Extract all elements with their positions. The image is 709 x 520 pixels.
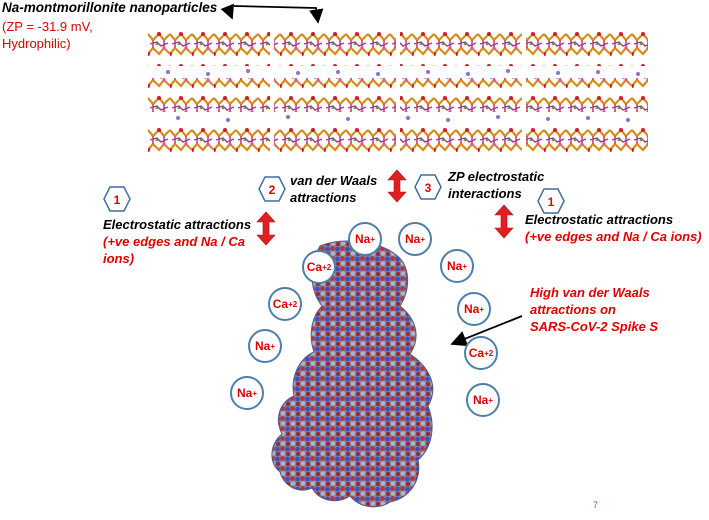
sars-cov-2-spike-protein (271, 240, 434, 508)
step-1-right-hexagon-icon: 1 (537, 188, 565, 214)
left-electrostatic-line-3: ions) (103, 251, 135, 266)
calcium-ion: Ca+2 (268, 287, 302, 321)
zp-line-2: Hydrophilic) (2, 36, 71, 51)
sodium-ion: Na+ (457, 292, 491, 326)
sodium-ion: Na+ (230, 376, 264, 410)
step-1-left-hexagon-icon: 1 (103, 186, 131, 212)
zp-line-1: (ZP = -31.9 mV, (2, 19, 93, 34)
step-2-number: 2 (269, 183, 276, 197)
clay-layer-row-1 (148, 32, 648, 66)
zeta-potential-label: (ZP = -31.9 mV, Hydrophilic) (2, 18, 93, 52)
sodium-ion: Na+ (440, 249, 474, 283)
zp-interactions-line-2: interactions (448, 186, 522, 201)
vdw-attractions-label: van der Waals attractions (290, 172, 377, 206)
step-1-left-number: 1 (114, 193, 121, 207)
left-electrostatic-line-1: Electrostatic attractions (103, 217, 252, 232)
spike-label-line-3: SARS-CoV-2 Spike S (530, 319, 659, 334)
vdw-line-1: van der Waals (290, 173, 378, 188)
sodium-ion: Na+ (466, 383, 500, 417)
zp-interactions-line-1: ZP electrostatic (448, 169, 545, 184)
clay-layer-row-3 (148, 124, 648, 158)
zp-interactions-label: ZP electrostatic interactions (448, 168, 544, 202)
vdw-line-2: attractions (290, 190, 357, 205)
interlayer-sodium-ions (166, 69, 640, 122)
step-1-right-number: 1 (548, 195, 555, 209)
spike-label-line-2: attractions on (530, 302, 616, 317)
corner-mark: 7 (593, 500, 599, 510)
step-3-number: 3 (425, 181, 432, 195)
double-arrow-left (256, 211, 276, 246)
calcium-ion: Ca+2 (302, 250, 336, 284)
left-electrostatic-line-2: (+ve edges and Na / Ca (103, 234, 245, 249)
double-arrow-right (494, 204, 514, 239)
spike-label-line-1: High van der Waals (530, 285, 650, 300)
sodium-ion: Na+ (348, 222, 382, 256)
right-electrostatic-label: Electrostatic attractions (+ve edges and… (525, 211, 702, 245)
right-electrostatic-line-2: (+ve edges and Na / Ca ions) (525, 229, 702, 244)
step-3-hexagon-icon: 3 (414, 174, 442, 200)
sodium-ion: Na+ (248, 329, 282, 363)
step-2-hexagon-icon: 2 (258, 176, 286, 202)
right-electrostatic-line-1: Electrostatic attractions (525, 212, 674, 227)
clay-layer-row-2 (148, 78, 648, 112)
left-electrostatic-label: Electrostatic attractions (+ve edges and… (103, 216, 251, 267)
montmorillonite-layers (148, 32, 648, 158)
calcium-ion: Ca+2 (464, 336, 498, 370)
diagram-title: Na-montmorillonite nanoparticles (2, 0, 218, 15)
double-arrow-center (387, 169, 407, 203)
spike-label: High van der Waals attractions on SARS-C… (530, 284, 658, 335)
sodium-ion: Na+ (398, 222, 432, 256)
spike-pointer-arrow (450, 315, 523, 347)
